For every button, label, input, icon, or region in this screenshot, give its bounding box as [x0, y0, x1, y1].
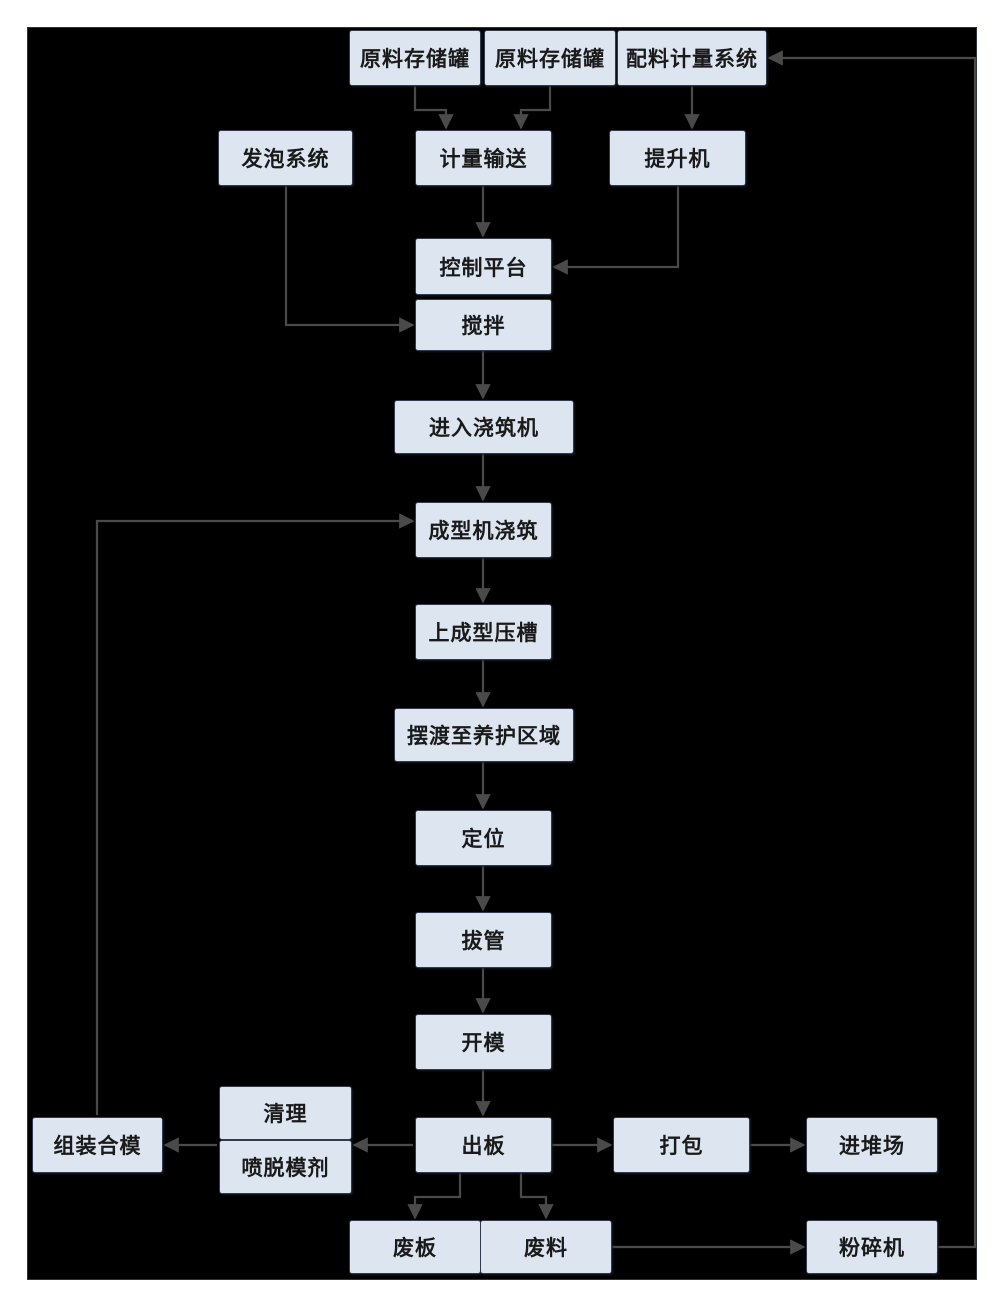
- node-label: 上成型压槽: [428, 621, 539, 645]
- node-forming-machine-casting[interactable]: 成型机浇筑: [415, 502, 552, 558]
- node-label: 发泡系统: [241, 147, 330, 171]
- node-label: 配料计量系统: [626, 47, 758, 71]
- node-enter-casting-machine[interactable]: 进入浇筑机: [394, 400, 574, 454]
- node-label: 清理: [263, 1102, 308, 1126]
- node-ferry-to-curing-area[interactable]: 摆渡至养护区域: [394, 708, 574, 762]
- node-metering-conveying[interactable]: 计量输送: [415, 130, 552, 186]
- node-raw-material-tank-1[interactable]: 原料存储罐: [349, 30, 481, 86]
- node-waste-board[interactable]: 废板: [349, 1220, 481, 1274]
- node-label: 打包: [659, 1134, 704, 1158]
- node-label: 进堆场: [839, 1134, 905, 1158]
- node-upper-forming-groove-press[interactable]: 上成型压槽: [415, 604, 552, 660]
- node-label: 拔管: [461, 929, 506, 953]
- node-batching-metering-system[interactable]: 配料计量系统: [617, 30, 767, 86]
- node-label: 废料: [524, 1236, 568, 1260]
- node-label: 成型机浇筑: [428, 519, 539, 543]
- node-control-platform[interactable]: 控制平台: [415, 238, 552, 295]
- node-label: 开模: [461, 1031, 506, 1055]
- node-label: 提升机: [644, 147, 711, 171]
- node-spray-release-agent[interactable]: 喷脱模剂: [219, 1140, 352, 1194]
- node-pipe-pulling[interactable]: 拔管: [415, 912, 552, 968]
- node-elevator[interactable]: 提升机: [609, 130, 746, 186]
- node-label: 废板: [393, 1236, 437, 1260]
- node-label: 组装合模: [53, 1134, 142, 1158]
- node-label: 控制平台: [439, 255, 528, 280]
- node-label: 粉碎机: [839, 1236, 905, 1260]
- node-label: 计量输送: [439, 147, 528, 171]
- node-positioning[interactable]: 定位: [415, 810, 552, 866]
- node-enter-storage-yard[interactable]: 进堆场: [806, 1117, 938, 1173]
- node-label: 定位: [461, 827, 506, 851]
- node-label: 进入浇筑机: [429, 416, 539, 440]
- node-mold-opening[interactable]: 开模: [415, 1014, 552, 1070]
- node-label: 喷脱模剂: [241, 1156, 330, 1180]
- node-board-output[interactable]: 出板: [415, 1117, 552, 1173]
- node-cleaning[interactable]: 清理: [219, 1086, 352, 1140]
- node-waste-material[interactable]: 废料: [480, 1220, 612, 1274]
- node-label: 原料存储罐: [495, 47, 605, 71]
- node-packing[interactable]: 打包: [613, 1117, 750, 1173]
- node-mixing[interactable]: 搅拌: [415, 299, 552, 351]
- node-label: 搅拌: [461, 314, 506, 338]
- node-foaming-system[interactable]: 发泡系统: [218, 130, 353, 186]
- node-crusher[interactable]: 粉碎机: [806, 1220, 938, 1274]
- node-label: 出板: [461, 1134, 506, 1158]
- node-label: 原料存储罐: [360, 47, 470, 71]
- node-assemble-mold[interactable]: 组装合模: [32, 1117, 163, 1173]
- node-label: 摆渡至养护区域: [407, 724, 561, 748]
- node-raw-material-tank-2[interactable]: 原料存储罐: [484, 30, 616, 86]
